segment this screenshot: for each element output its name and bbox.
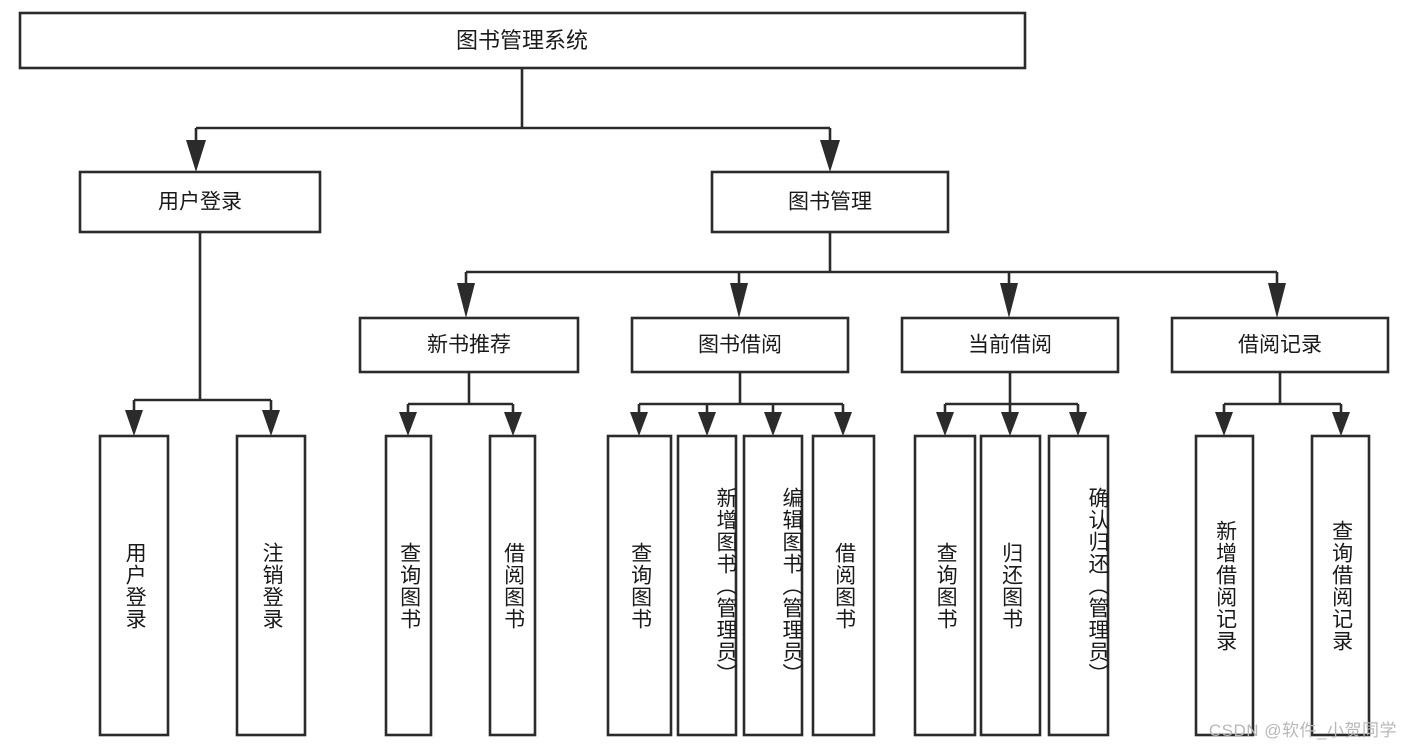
arrow-head-bb-leaf-1 bbox=[630, 412, 648, 436]
leaf-box-bb-add-book[interactable] bbox=[676, 434, 738, 737]
node-user-login-label: 用户登录 bbox=[158, 191, 242, 214]
arrow-head-book-mgmt bbox=[820, 140, 840, 172]
node-new-book-box[interactable] bbox=[358, 316, 580, 374]
node-root-label: 图书管理系统 bbox=[456, 28, 588, 53]
arrow-head-br-leaf-1 bbox=[1215, 412, 1233, 436]
leaf-box-cb-confirm-return[interactable] bbox=[1047, 434, 1110, 737]
arrow-head-cb-leaf-1 bbox=[936, 412, 954, 436]
arrow-head-cb-leaf-2 bbox=[1001, 412, 1019, 436]
arrow-head-bb-leaf-3 bbox=[764, 412, 782, 436]
arrow-head-book-borrow bbox=[730, 283, 748, 318]
arrow-head-current-borrow bbox=[1000, 283, 1018, 318]
node-current-borrow-box[interactable] bbox=[900, 316, 1120, 374]
leaf-box-bb-borrow-book[interactable] bbox=[811, 434, 876, 737]
leaf-box-nb-borrow-book[interactable] bbox=[488, 434, 537, 737]
arrow-head-cb-leaf-3 bbox=[1069, 412, 1087, 436]
arrow-head-borrow-record bbox=[1268, 283, 1286, 318]
arrow-head-bb-leaf-2 bbox=[698, 412, 716, 436]
leaf-box-user-login[interactable] bbox=[98, 434, 170, 737]
arrow-head-user-login bbox=[186, 140, 206, 172]
node-borrow-record-label: 借阅记录 bbox=[1238, 334, 1322, 357]
node-book-borrow-box[interactable] bbox=[630, 316, 850, 374]
arrow-head-new-book bbox=[457, 283, 475, 318]
arrow-head-nb-leaf-1 bbox=[399, 412, 417, 436]
leaf-box-cb-query-book[interactable] bbox=[913, 434, 977, 737]
arrow-head-leaf-user-login bbox=[125, 410, 143, 436]
leaf-box-logout[interactable] bbox=[235, 434, 307, 737]
leaf-box-nb-query-book[interactable] bbox=[384, 434, 433, 737]
node-borrow-record-box[interactable] bbox=[1170, 316, 1390, 374]
node-book-mgmt-box[interactable] bbox=[710, 170, 950, 234]
node-book-mgmt-label: 图书管理 bbox=[788, 191, 872, 214]
leaf-box-bb-edit-book[interactable] bbox=[742, 434, 804, 737]
leaf-box-br-query-record[interactable] bbox=[1310, 434, 1371, 737]
arrow-head-leaf-logout bbox=[262, 410, 280, 436]
arrow-head-nb-leaf-2 bbox=[504, 412, 522, 436]
node-root-box[interactable] bbox=[18, 11, 1027, 70]
node-book-borrow-label: 图书借阅 bbox=[698, 334, 782, 357]
leaf-box-br-add-record[interactable] bbox=[1194, 434, 1255, 737]
arrow-head-br-leaf-2 bbox=[1332, 412, 1350, 436]
node-new-book-label: 新书推荐 bbox=[427, 334, 511, 357]
node-current-borrow-label: 当前借阅 bbox=[968, 334, 1052, 357]
arrow-head-bb-leaf-4 bbox=[834, 412, 852, 436]
leaf-box-bb-query-book[interactable] bbox=[606, 434, 673, 737]
watermark-text: CSDN @软件_小贺同学 bbox=[1208, 721, 1397, 740]
leaf-box-cb-return-book[interactable] bbox=[979, 434, 1042, 737]
